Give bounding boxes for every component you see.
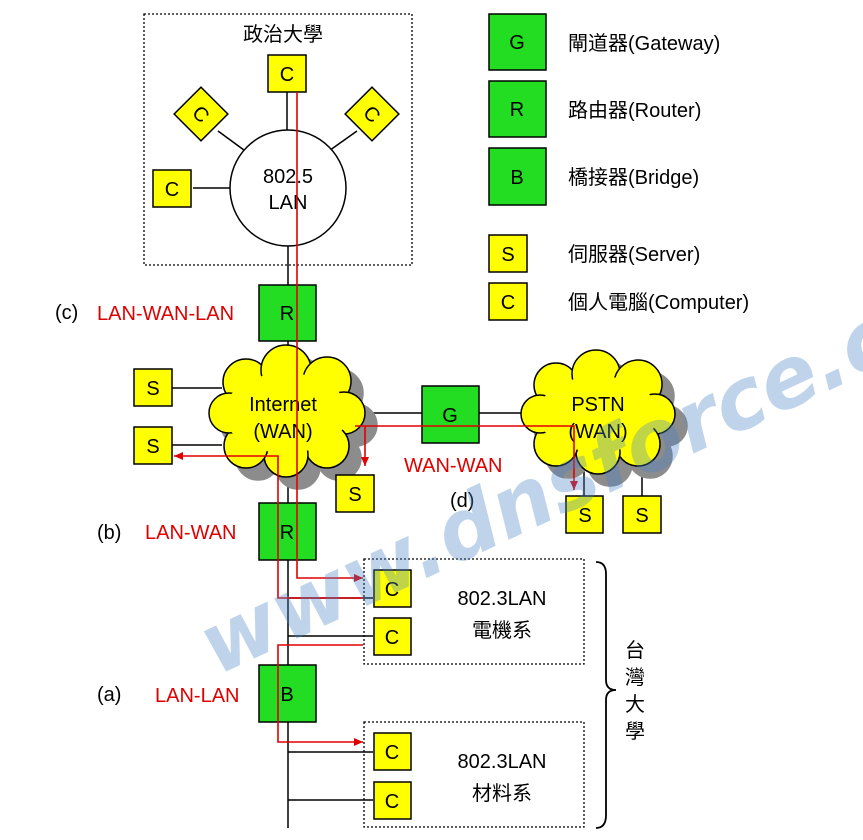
ee-dept-label: 電機系 bbox=[472, 619, 532, 642]
internet-label-line1: Internet bbox=[249, 394, 317, 416]
bridge-a bbox=[258, 664, 317, 723]
mse-computer-2 bbox=[373, 781, 412, 820]
gateway-d-letter: G bbox=[442, 405, 458, 427]
ee-computer-1 bbox=[373, 569, 412, 608]
nccu-computer-diamond-left: C bbox=[173, 86, 229, 142]
legend-server-letter: S bbox=[501, 244, 514, 266]
legend-router-label: 路由器(Router) bbox=[568, 99, 701, 122]
internet-label-line2: (WAN) bbox=[253, 421, 312, 443]
nccu-computer-top bbox=[267, 54, 307, 93]
legend-server-label: 伺服器(Server) bbox=[568, 243, 700, 266]
path-wan-wan bbox=[355, 425, 578, 490]
nccu-computer-diamond-right: C bbox=[344, 86, 400, 142]
legend-gateway-icon bbox=[488, 13, 547, 71]
legend-router-letter: R bbox=[510, 99, 524, 121]
legend-computer-label: 個人電腦(Computer) bbox=[568, 291, 749, 314]
data-paths bbox=[174, 92, 578, 746]
ee-lan-label: 802.3LAN bbox=[458, 588, 547, 610]
case-c-label: LAN-WAN-LAN bbox=[97, 303, 234, 325]
nccu-section: 政治大學 802.5 LAN C C C C bbox=[143, 13, 413, 266]
case-c-tag: (c) bbox=[55, 302, 78, 324]
case-a-tag: (a) bbox=[97, 684, 121, 706]
legend-computer-letter: C bbox=[501, 292, 515, 314]
nccu-title: 政治大學 bbox=[243, 23, 323, 46]
ntu-label-char-4: 學 bbox=[625, 720, 645, 743]
mse-lan-label: 802.3LAN bbox=[458, 751, 547, 773]
pstn-label-line1: PSTN bbox=[571, 394, 624, 416]
ee-computer-2 bbox=[373, 617, 412, 656]
legend-router-icon bbox=[488, 80, 547, 138]
mse-computer-1-letter: C bbox=[385, 742, 399, 764]
case-a-label: LAN-LAN bbox=[155, 685, 239, 707]
ntu-label-char-3: 大 bbox=[625, 693, 645, 716]
ntu-label-char-2: 灣 bbox=[625, 666, 645, 689]
ee-computer-2-letter: C bbox=[385, 627, 399, 649]
ntu-label-char-1: 台 bbox=[625, 639, 645, 662]
gateway-d bbox=[421, 385, 480, 444]
path-lan-wan-lan bbox=[296, 92, 363, 582]
legend-bridge-letter: B bbox=[510, 167, 523, 189]
case-b-tag: (b) bbox=[97, 522, 121, 544]
nccu-computer-top-letter: C bbox=[280, 64, 294, 86]
internet-server-3 bbox=[335, 474, 375, 513]
ntu-brace bbox=[595, 561, 617, 829]
internet-server-1 bbox=[133, 368, 173, 407]
legend: G 閘道器(Gateway) R 路由器(Router) B 橋接器(Bridg… bbox=[488, 13, 749, 321]
nccu-computer-left bbox=[152, 169, 192, 208]
nccu-lan-line2: LAN bbox=[269, 192, 308, 214]
legend-server-icon bbox=[488, 234, 528, 273]
legend-computer-icon bbox=[488, 282, 528, 321]
legend-bridge-label: 橋接器(Bridge) bbox=[568, 166, 699, 189]
internet-server-2 bbox=[133, 426, 173, 465]
router-c-letter: R bbox=[280, 303, 294, 325]
internet-server-3-letter: S bbox=[348, 484, 361, 506]
pstn-server-1-letter: S bbox=[578, 505, 591, 527]
pstn-server-1 bbox=[565, 495, 604, 534]
ee-lan-boundary bbox=[363, 558, 585, 665]
legend-gateway-letter: G bbox=[509, 32, 525, 54]
nccu-lan-line1: 802.5 bbox=[263, 166, 313, 188]
mse-computer-2-letter: C bbox=[385, 791, 399, 813]
case-labels: (c) LAN-WAN-LAN (b) LAN-WAN (a) LAN-LAN … bbox=[55, 302, 503, 707]
token-ring-lan bbox=[229, 129, 347, 247]
mse-dept-label: 材料系 bbox=[472, 782, 532, 805]
pstn-server-2 bbox=[622, 495, 662, 534]
internet-server-2-letter: S bbox=[146, 436, 159, 458]
bridge-a-letter: B bbox=[280, 684, 293, 706]
mse-lan-boundary bbox=[363, 721, 585, 828]
pstn-label-line2: (WAN) bbox=[568, 421, 627, 443]
internet-server-1-letter: S bbox=[146, 378, 159, 400]
legend-gateway-label: 閘道器(Gateway) bbox=[568, 32, 720, 55]
router-b bbox=[258, 502, 317, 561]
router-c bbox=[258, 284, 317, 342]
ntu-section: 802.3LAN 電機系 802.3LAN 材料系 台 灣 大 學 bbox=[363, 558, 645, 829]
mse-computer-1 bbox=[373, 732, 412, 771]
nccu-boundary bbox=[143, 13, 413, 266]
case-d-tag: (d) bbox=[450, 490, 474, 512]
pstn-server-2-letter: S bbox=[635, 505, 648, 527]
nccu-computer-left-letter: C bbox=[165, 179, 179, 201]
ee-computer-1-letter: C bbox=[385, 579, 399, 601]
router-b-letter: R bbox=[280, 522, 294, 544]
case-d-label: WAN-WAN bbox=[404, 455, 503, 477]
legend-bridge-icon bbox=[488, 147, 547, 206]
internet-cloud: Internet (WAN) bbox=[208, 344, 378, 490]
devices: R R B G S S S S S C C C C bbox=[133, 284, 662, 820]
pstn-cloud: PSTN (WAN) bbox=[520, 349, 688, 487]
path-lan-lan bbox=[277, 644, 363, 746]
case-b-label: LAN-WAN bbox=[145, 522, 236, 544]
path-lan-wan bbox=[174, 452, 363, 599]
